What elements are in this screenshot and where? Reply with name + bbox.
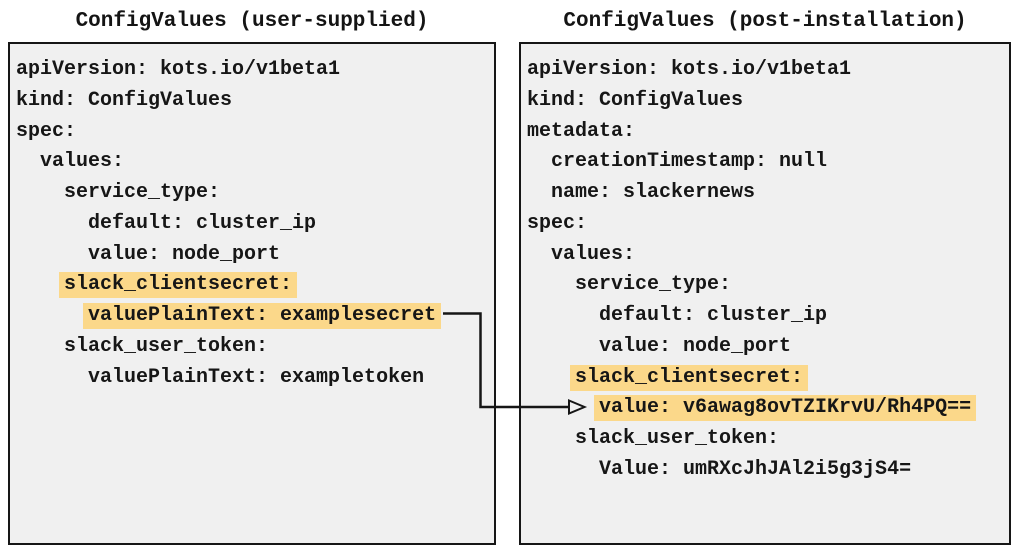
code-indent bbox=[16, 181, 64, 204]
code-line: kind: ConfigValues bbox=[527, 86, 1009, 117]
code-text: valuePlainText: exampletoken bbox=[88, 365, 425, 389]
left-panel-title: ConfigValues (user-supplied) bbox=[75, 10, 429, 33]
code-text: value: node_port bbox=[599, 334, 792, 358]
code-line: value: node_port bbox=[527, 332, 1009, 363]
code-text: apiVersion: kots.io/v1beta1 bbox=[16, 58, 341, 81]
code-indent bbox=[527, 458, 599, 481]
code-text: values: bbox=[40, 150, 125, 174]
code-text: values: bbox=[551, 242, 636, 266]
code-indent bbox=[16, 212, 88, 235]
code-line: service_type: bbox=[527, 270, 1009, 301]
code-indent bbox=[527, 396, 599, 419]
code-indent bbox=[527, 150, 551, 173]
code-line: spec: bbox=[527, 209, 1009, 240]
code-line: slack_user_token: bbox=[16, 332, 494, 363]
code-line: default: cluster_ip bbox=[16, 209, 494, 240]
code-line: Value: umRXcJhJAl2i5g3jS4= bbox=[527, 455, 1009, 486]
code-text: slack_user_token: bbox=[64, 334, 269, 358]
code-line: value: v6awag8ovTZIKrvU/Rh4PQ== bbox=[527, 393, 1009, 424]
code-indent bbox=[527, 243, 551, 266]
code-line: metadata: bbox=[527, 117, 1009, 148]
code-text: service_type: bbox=[64, 181, 221, 204]
code-line: values: bbox=[527, 240, 1009, 271]
code-text: default: cluster_ip bbox=[599, 304, 828, 327]
highlighted-code-text: slack_clientsecret: bbox=[570, 364, 809, 391]
code-text: spec: bbox=[527, 211, 588, 235]
code-text: value: node_port bbox=[88, 242, 281, 266]
code-line: default: cluster_ip bbox=[527, 301, 1009, 332]
code-line: creationTimestamp: null bbox=[527, 147, 1009, 178]
code-line: apiVersion: kots.io/v1beta1 bbox=[527, 55, 1009, 86]
code-line: spec: bbox=[16, 117, 494, 148]
code-line: service_type: bbox=[16, 178, 494, 209]
code-indent bbox=[527, 181, 551, 204]
code-indent bbox=[527, 273, 575, 296]
code-line: slack_clientsecret: bbox=[16, 270, 494, 301]
code-text: service_type: bbox=[575, 273, 732, 297]
code-indent bbox=[527, 335, 599, 358]
highlighted-code-text: value: v6awag8ovTZIKrvU/Rh4PQ== bbox=[594, 395, 977, 422]
code-indent bbox=[16, 304, 88, 327]
code-indent bbox=[527, 366, 575, 389]
highlighted-code-text: valuePlainText: examplesecret bbox=[83, 303, 442, 329]
code-indent bbox=[16, 243, 88, 266]
code-line: valuePlainText: examplesecret bbox=[16, 301, 494, 332]
code-line: values: bbox=[16, 147, 494, 178]
highlighted-code-text: slack_clientsecret: bbox=[59, 272, 298, 299]
code-line: value: node_port bbox=[16, 240, 494, 271]
code-text: Value: umRXcJhJAl2i5g3jS4= bbox=[599, 457, 912, 481]
code-line: valuePlainText: exampletoken bbox=[16, 363, 494, 394]
code-text: slack_user_token: bbox=[575, 427, 780, 450]
right-panel-code: apiVersion: kots.io/v1beta1 kind: ConfigV… bbox=[521, 44, 1009, 486]
code-text: kind: ConfigValues bbox=[16, 88, 233, 112]
right-panel-title: ConfigValues (post-installation) bbox=[563, 10, 967, 33]
left-panel: apiVersion: kots.io/v1beta1 kind: ConfigV… bbox=[8, 42, 496, 545]
right-panel: apiVersion: kots.io/v1beta1 kind: ConfigV… bbox=[519, 42, 1011, 545]
code-line: name: slackernews bbox=[527, 178, 1009, 209]
code-text: creationTimestamp: null bbox=[551, 150, 828, 174]
code-indent bbox=[527, 304, 599, 327]
code-line: apiVersion: kots.io/v1beta1 bbox=[16, 55, 494, 86]
code-indent bbox=[16, 150, 40, 173]
code-line: kind: ConfigValues bbox=[16, 86, 494, 117]
code-text: apiVersion: kots.io/v1beta1 bbox=[527, 58, 852, 81]
code-indent bbox=[16, 273, 64, 296]
code-text: default: cluster_ip bbox=[88, 211, 317, 235]
code-text: name: slackernews bbox=[551, 181, 756, 204]
code-indent bbox=[16, 366, 88, 389]
left-panel-code: apiVersion: kots.io/v1beta1 kind: ConfigV… bbox=[10, 44, 494, 393]
code-text: metadata: bbox=[527, 119, 636, 143]
code-indent bbox=[527, 427, 575, 450]
code-line: slack_user_token: bbox=[527, 424, 1009, 455]
code-indent bbox=[16, 335, 64, 358]
code-text: kind: ConfigValues bbox=[527, 88, 744, 112]
code-text: spec: bbox=[16, 119, 77, 143]
code-line: slack_clientsecret: bbox=[527, 363, 1009, 394]
